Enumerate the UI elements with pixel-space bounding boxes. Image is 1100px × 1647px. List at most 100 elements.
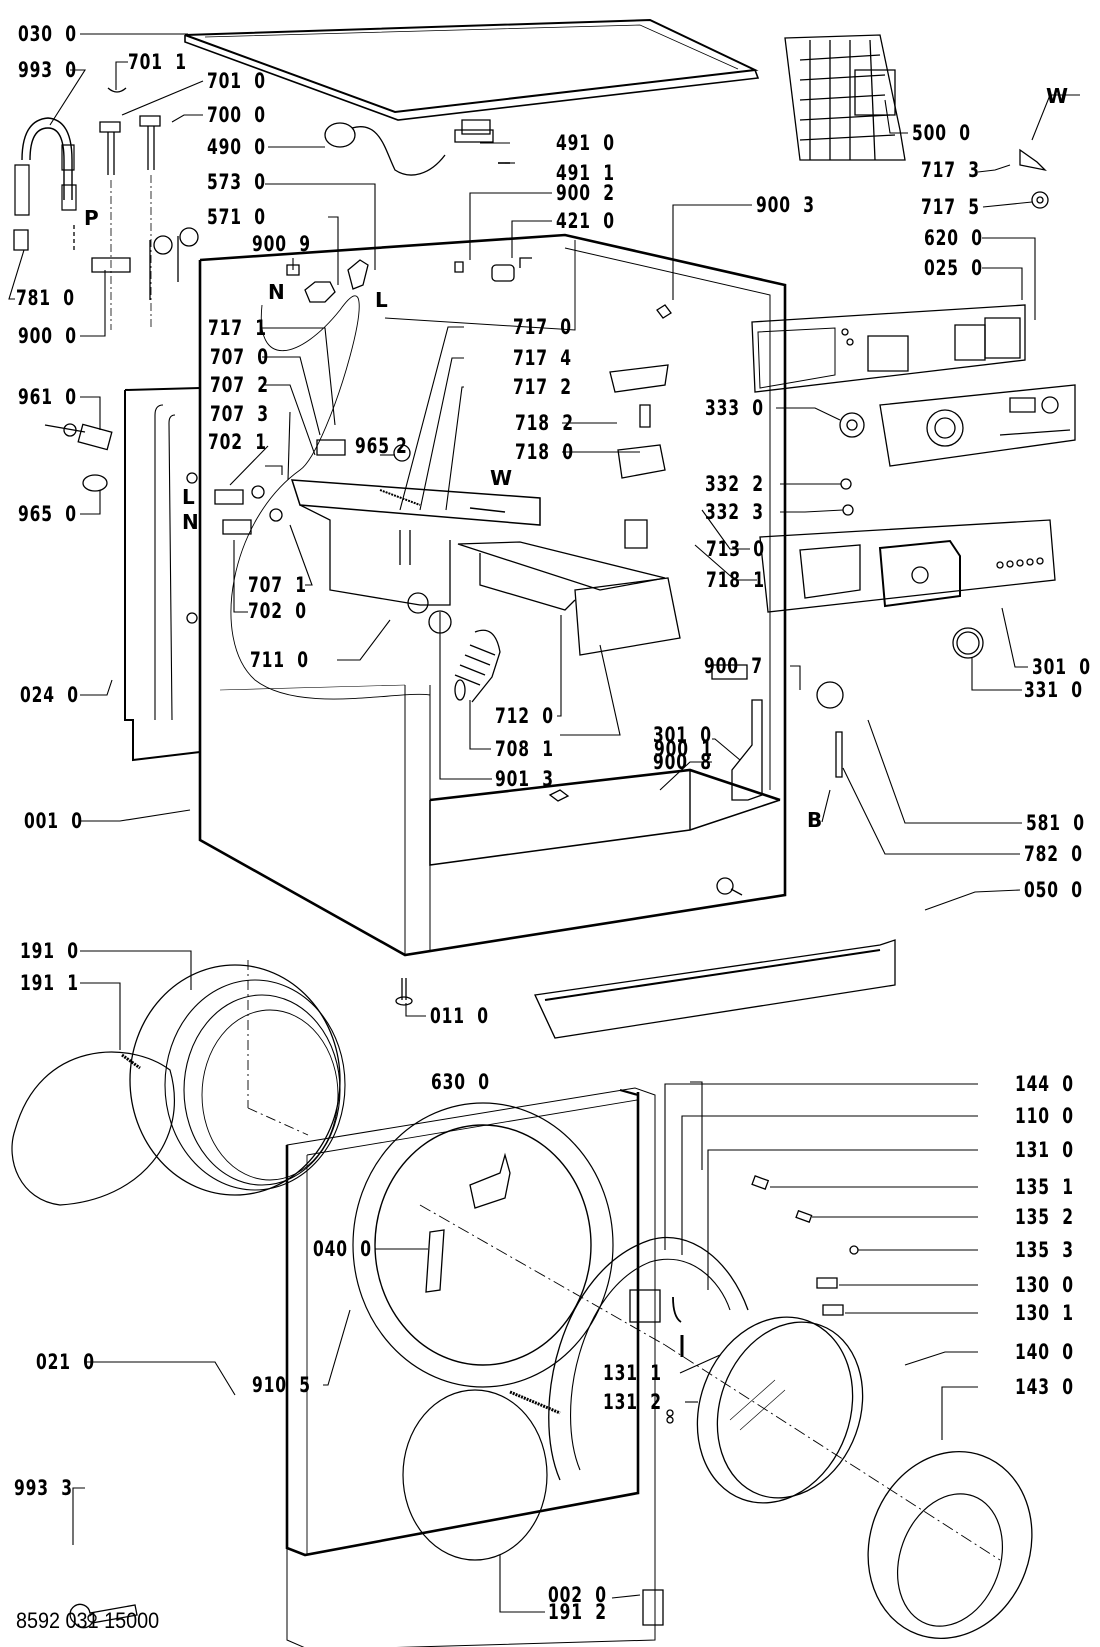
label-131-1[interactable]: 131 1 <box>603 1361 662 1385</box>
label-707-0[interactable]: 707 0 <box>210 345 269 369</box>
label-573-0[interactable]: 573 0 <box>207 170 266 194</box>
label-050-0[interactable]: 050 0 <box>1024 878 1083 902</box>
pressure-switch-581-0[interactable] <box>817 682 843 708</box>
button-332-3[interactable] <box>843 505 853 515</box>
catch-131-0[interactable] <box>673 1297 681 1322</box>
part-965-2[interactable] <box>394 445 410 461</box>
label-024-0[interactable]: 024 0 <box>20 683 79 707</box>
label-301-0-drawer[interactable]: 301 0 <box>653 723 712 747</box>
seal-965-0[interactable] <box>83 475 107 491</box>
label-002-0[interactable]: 002 0 <box>548 1583 607 1607</box>
label-135-2[interactable]: 135 2 <box>1015 1205 1074 1229</box>
interference-filter[interactable] <box>492 265 514 281</box>
label-782-0[interactable]: 782 0 <box>1024 842 1083 866</box>
door-frame[interactable] <box>549 1237 748 1480</box>
label-011-0[interactable]: 011 0 <box>430 1004 489 1028</box>
spring-135-2[interactable] <box>796 1211 812 1222</box>
connector-702-0[interactable] <box>223 520 251 534</box>
pin-135-1[interactable] <box>752 1176 768 1189</box>
label-421-0[interactable]: 421 0 <box>556 209 615 233</box>
inlet-valves[interactable] <box>92 88 198 330</box>
label-993-0[interactable]: 993 0 <box>18 58 77 82</box>
part-718-0[interactable] <box>640 405 650 427</box>
dispenser-hose[interactable] <box>429 611 500 702</box>
label-571-0[interactable]: 571 0 <box>207 205 266 229</box>
label-900-0[interactable]: 900 0 <box>18 324 77 348</box>
label-130-0[interactable]: 130 0 <box>1015 1273 1074 1297</box>
label-040-0[interactable]: 040 0 <box>313 1237 372 1261</box>
tube-782-0[interactable] <box>836 732 842 777</box>
label-701-0[interactable]: 701 0 <box>207 69 266 93</box>
button-332-2[interactable] <box>841 479 851 489</box>
bracket-900-1[interactable] <box>732 700 762 800</box>
detergent-drawer[interactable] <box>458 542 680 655</box>
label-191-0[interactable]: 191 0 <box>20 939 79 963</box>
label-140-0[interactable]: 140 0 <box>1015 1340 1074 1364</box>
label-630-0[interactable]: 630 0 <box>431 1070 490 1094</box>
label-331-0[interactable]: 331 0 <box>1024 678 1083 702</box>
part-718-1[interactable] <box>625 520 647 548</box>
label-701-1[interactable]: 701 1 <box>128 50 187 74</box>
label-993-3[interactable]: 993 3 <box>14 1476 73 1500</box>
label-707-3[interactable]: 707 3 <box>210 402 269 426</box>
power-cord[interactable] <box>325 120 510 175</box>
inlet-hose[interactable] <box>14 118 76 250</box>
label-781-0[interactable]: 781 0 <box>16 286 75 310</box>
label-900-2[interactable]: 900 2 <box>556 181 615 205</box>
label-717-1[interactable]: 717 1 <box>208 316 267 340</box>
label-191-1[interactable]: 191 1 <box>20 971 79 995</box>
program-knob-331-0[interactable] <box>953 628 983 658</box>
label-135-3[interactable]: 135 3 <box>1015 1238 1074 1262</box>
label-333-0[interactable]: 333 0 <box>705 396 764 420</box>
label-491-0[interactable]: 491 0 <box>556 131 615 155</box>
label-900-9[interactable]: 900 9 <box>252 232 311 256</box>
label-965-2[interactable]: 965 2 <box>355 434 408 458</box>
label-717-2[interactable]: 717 2 <box>513 375 572 399</box>
control-board[interactable] <box>752 305 1025 392</box>
label-717-0[interactable]: 717 0 <box>513 315 572 339</box>
door-clamp-191-1[interactable] <box>12 1052 174 1205</box>
control-panel-housing[interactable] <box>880 385 1075 466</box>
bracket-717-3[interactable] <box>1020 150 1045 170</box>
label-021-0[interactable]: 021 0 <box>36 1350 95 1374</box>
label-707-1[interactable]: 707 1 <box>248 573 307 597</box>
clip-900-2[interactable] <box>455 262 463 272</box>
part-130-0[interactable] <box>817 1278 837 1288</box>
label-708-1[interactable]: 708 1 <box>495 737 554 761</box>
label-131-2[interactable]: 131 2 <box>603 1390 662 1414</box>
part-717-5[interactable] <box>1032 192 1048 208</box>
label-491-1[interactable]: 491 1 <box>556 161 615 185</box>
door-lock-630-0[interactable] <box>470 1155 510 1208</box>
label-490-0[interactable]: 490 0 <box>207 135 266 159</box>
part-002-0[interactable] <box>643 1590 663 1625</box>
label-700-0[interactable]: 700 0 <box>207 103 266 127</box>
label-910-5[interactable]: 910 5 <box>252 1373 311 1397</box>
label-025-0[interactable]: 025 0 <box>924 256 983 280</box>
cabinet[interactable] <box>125 235 785 955</box>
clip-900-3[interactable] <box>657 305 671 318</box>
label-713-0[interactable]: 713 0 <box>706 537 765 561</box>
dispenser-housing[interactable] <box>292 480 540 613</box>
label-110-0[interactable]: 110 0 <box>1015 1104 1074 1128</box>
front-control-panel[interactable] <box>760 520 1055 612</box>
label-900-1[interactable]: 900 1 <box>654 737 713 761</box>
door-outer-ring-143-0[interactable] <box>842 1428 1057 1647</box>
label-718-1[interactable]: 718 1 <box>706 568 765 592</box>
door-bellows[interactable] <box>130 965 345 1195</box>
label-717-5[interactable]: 717 5 <box>921 195 980 219</box>
kickplate[interactable] <box>535 940 895 1038</box>
knob-333-0[interactable] <box>840 413 864 437</box>
label-965-0[interactable]: 965 0 <box>18 502 77 526</box>
label-900-8[interactable]: 900 8 <box>653 750 712 774</box>
door-hinge-110-0[interactable] <box>630 1290 660 1322</box>
label-961-0[interactable]: 961 0 <box>18 385 77 409</box>
label-718-2[interactable]: 718 2 <box>515 411 574 435</box>
label-130-1[interactable]: 130 1 <box>1015 1301 1074 1325</box>
label-332-2[interactable]: 332 2 <box>705 472 764 496</box>
label-711-0[interactable]: 711 0 <box>250 648 309 672</box>
front-panel[interactable] <box>287 1088 655 1647</box>
wrench-993-3[interactable] <box>70 1604 137 1627</box>
label-001-0[interactable]: 001 0 <box>24 809 83 833</box>
label-581-0[interactable]: 581 0 <box>1026 811 1085 835</box>
door-clamp-191-2[interactable] <box>403 1390 547 1560</box>
